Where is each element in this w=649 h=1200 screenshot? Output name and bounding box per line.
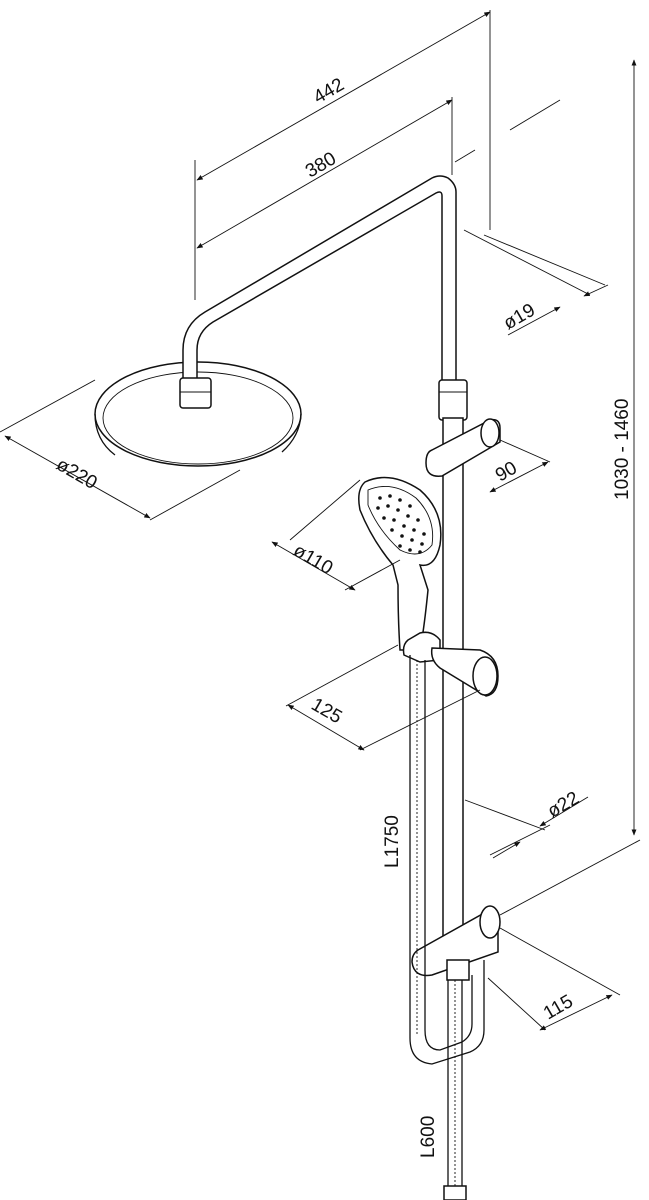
dim-line-22a — [492, 841, 521, 859]
label-l600: L600 — [418, 1116, 439, 1158]
rail-connector — [438, 379, 468, 421]
shower-hose — [409, 655, 485, 1200]
nozzle-pattern — [376, 494, 426, 554]
slide-rail — [442, 417, 464, 949]
dim-line-22b — [539, 796, 589, 827]
label-125: 125 — [308, 694, 346, 728]
label-dia-110: ø110 — [290, 540, 337, 579]
label-380: 380 — [302, 148, 340, 182]
dim-line-19b — [583, 284, 609, 297]
dim-line-380 — [196, 99, 453, 249]
dim-line-220 — [4, 435, 151, 519]
upper-holder — [425, 418, 501, 477]
label-115: 115 — [540, 991, 577, 1024]
lower-bracket — [411, 905, 501, 981]
dim-line-19a — [507, 306, 561, 336]
label-90: 90 — [492, 458, 521, 487]
label-dia-22: ø22 — [544, 788, 583, 823]
dim-line-115 — [539, 994, 613, 1031]
label-height-range: 1030 - 1460 — [612, 399, 633, 500]
slider-holder — [402, 631, 499, 697]
label-442: 442 — [310, 74, 348, 108]
label-dia-220: ø220 — [53, 454, 101, 494]
label-dia-19: ø19 — [500, 300, 539, 335]
dim-line-110 — [271, 541, 356, 591]
dim-line-125 — [287, 704, 365, 751]
dim-line-442 — [196, 11, 491, 181]
label-l1750: L1750 — [382, 815, 403, 868]
dim-line-90 — [489, 461, 549, 493]
hand-shower — [358, 476, 442, 651]
dimension-lines — [4, 11, 637, 1031]
